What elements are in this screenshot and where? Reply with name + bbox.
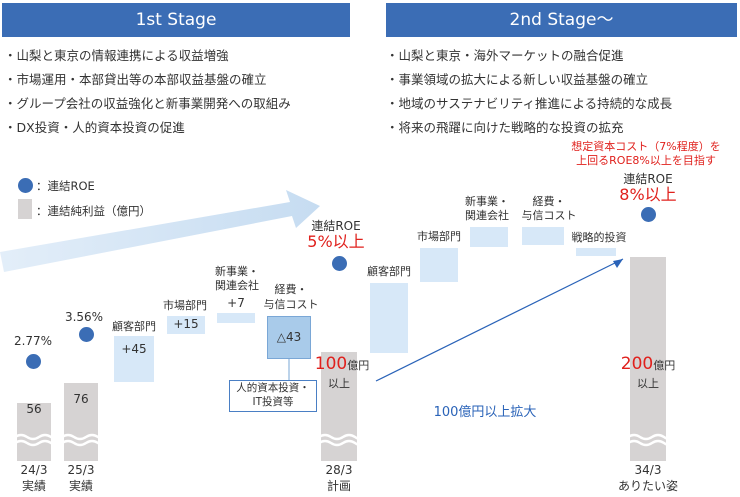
step1-market-value: +15 [173, 317, 199, 331]
roe-dot-34-3 [641, 207, 656, 222]
step2-market-bar [420, 248, 458, 282]
profit-value-34-3-number: 200 [620, 354, 654, 374]
stage2-bullets: 山梨と東京・海外マーケットの融合促進 事業領域の拡大による新しい収益基盤の確立 … [386, 44, 673, 140]
period-sublabel-25-3: 実績 [68, 479, 93, 493]
step2-cost-label-1: 経費・ [532, 195, 566, 208]
cost-note-line-1: 人的資本投資・ [236, 382, 310, 394]
roe-dot-28-3 [332, 256, 347, 271]
step1-newbiz-value: +7 [227, 296, 245, 310]
profit-value-28-3-unit: 億円 [347, 359, 370, 372]
step2-cost-label-2: 与信コスト [521, 209, 577, 222]
legend-profit-swatch [18, 199, 32, 219]
step1-cost-bar [267, 316, 311, 359]
step1-cost-label-1: 経費・ [274, 283, 308, 296]
step1-cost-value: △43 [276, 330, 302, 344]
step1-newbiz-label-1: 新事業・ [215, 265, 259, 278]
profit-value-34-3-unit: 億円 [653, 359, 676, 372]
step2-newbiz-label-1: 新事業・ [465, 195, 509, 208]
cost-note-box [229, 380, 317, 412]
roe-dot-25-3 [79, 327, 94, 342]
stage1-bullet: 山梨と東京の情報連携による収益増強 [4, 44, 291, 68]
period-sublabel-24-3: 実績 [21, 479, 46, 493]
roe-value-34-3: 8%以上 [619, 185, 677, 204]
legend-profit-label: ：連結純利益（億円） [36, 204, 151, 218]
step1-market-bar [167, 316, 205, 334]
stage2-bullet: 山梨と東京・海外マーケットの融合促進 [386, 44, 672, 68]
profit-value-24-3: 56 [26, 402, 42, 416]
legend-roe-label: ：連結ROE [36, 179, 95, 193]
profit-value-34-3: 200億円 [612, 354, 684, 374]
stage2-bullet: 事業領域の拡大による新しい収益基盤の確立 [386, 68, 672, 92]
step1-customer-bar [114, 336, 154, 382]
step2-customer-label: 顧客部門 [367, 265, 411, 278]
period-label-24-3: 24/3 [20, 463, 48, 477]
stage1-bullet: DX投資・人的資本投資の促進 [4, 116, 291, 140]
roe-value-25-3: 3.56% [64, 310, 104, 324]
step2-newbiz-bar [470, 227, 508, 247]
step1-newbiz-bar [217, 313, 255, 323]
roe-label-28-3: 連結ROE [311, 219, 361, 233]
profit-value-28-3-number: 100 [314, 354, 348, 374]
step2-newbiz-label-2: 関連会社 [465, 209, 509, 222]
expansion-label: 100億円以上拡大 [433, 405, 537, 420]
step2-strategic-label: 戦略的投資 [571, 231, 627, 244]
growth-arrow-shape [0, 190, 320, 272]
step1-cost-label-2: 与信コスト [263, 298, 319, 311]
period-label-34-3: 34/3 [634, 463, 662, 477]
step1-customer-value: +45 [121, 342, 147, 356]
stage1-bullet: グループ会社の収益強化と新事業開発への取組み [4, 92, 291, 116]
period-label-25-3: 25/3 [67, 463, 95, 477]
stage2-bullet: 地域のサステナビリティ推進による持続的な成長 [386, 92, 673, 116]
period-sublabel-28-3: 計画 [326, 479, 351, 493]
profit-bar-25-3 [64, 383, 98, 461]
legend-roe-dot [18, 178, 33, 193]
period-label-28-3: 28/3 [325, 463, 353, 477]
profit-value-25-3: 76 [73, 392, 89, 406]
profit-bar-28-3 [321, 352, 357, 461]
step2-market-label: 市場部門 [417, 230, 461, 243]
step1-customer-label: 顧客部門 [112, 320, 156, 333]
profit-suffix-28-3: 以上 [328, 377, 350, 390]
step2-cost-bar [522, 227, 564, 245]
target-note-line-1: 想定資本コスト（7%程度）を [571, 140, 721, 153]
period-sublabel-34-3: ありたい姿 [617, 479, 678, 493]
profit-suffix-34-3: 以上 [637, 377, 659, 390]
roe-value-28-3: 5%以上 [307, 232, 365, 251]
stage2-bullet: 将来の飛躍に向けた戦略的な投資の拡充 [386, 116, 672, 140]
step2-customer-bar [370, 283, 408, 353]
stage1-bullets: 山梨と東京の情報連携による収益増強 市場運用・本部貸出等の本部収益基盤の確立 グ… [4, 44, 291, 140]
stage2-header: 2nd Stage～ [386, 3, 737, 37]
profit-bar-34-3 [630, 257, 666, 461]
cost-note-line-2: IT投資等 [252, 396, 294, 408]
stage1-bullet: 市場運用・本部貸出等の本部収益基盤の確立 [4, 68, 291, 92]
step1-newbiz-label-2: 関連会社 [215, 279, 259, 292]
roe-dot-24-3 [26, 354, 41, 369]
step1-market-label: 市場部門 [163, 299, 207, 312]
step2-strategic-bar [576, 248, 616, 256]
profit-bar-24-3 [17, 403, 51, 461]
target-note-line-2: 上回るROE8%以上を目指す [576, 154, 716, 167]
roe-label-34-3: 連結ROE [623, 172, 673, 186]
profit-value-28-3: 100億円 [312, 354, 372, 374]
roe-value-24-3: 2.77% [13, 334, 53, 348]
stage1-header: 1st Stage [2, 3, 350, 37]
